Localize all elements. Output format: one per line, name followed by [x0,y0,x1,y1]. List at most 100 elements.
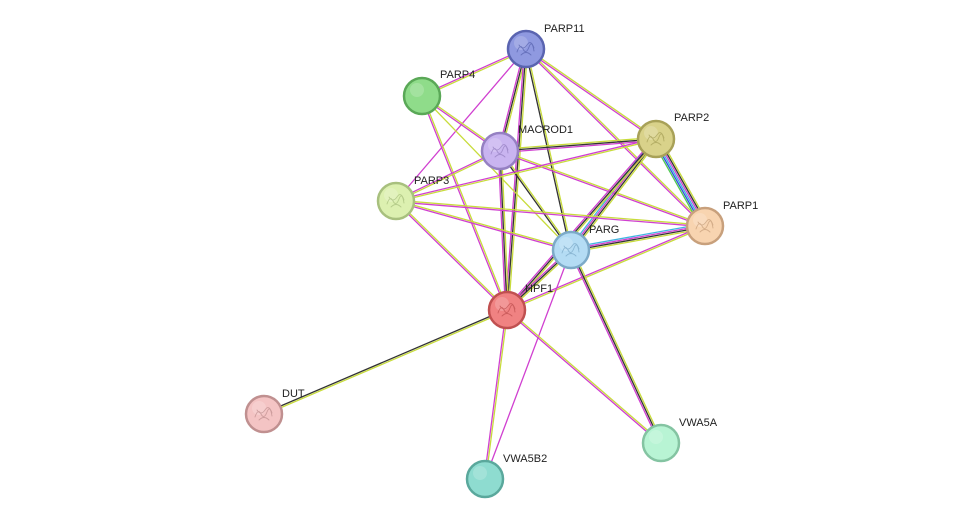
edge-macrod1-parp2[interactable] [499,136,657,154]
node-label: PARP2 [674,112,709,124]
node-parp11[interactable]: PARP11 [506,23,585,69]
node-circle[interactable] [685,206,725,246]
edge-evidence-coexpression [499,138,657,152]
edge-evidence-experiments [499,151,706,228]
node-highlight [252,401,266,415]
edge-parp11-hpf1[interactable] [504,48,529,311]
edge-parp1-hpf1[interactable] [506,224,706,312]
edge-evidence-experiments [395,201,706,228]
node-circle[interactable] [244,394,284,434]
node-circle[interactable] [480,131,520,171]
node-highlight [410,83,424,97]
edge-evidence-textmining [525,47,707,227]
edge-evidence-coexpression [506,138,657,311]
edge-evidence-textmining [422,95,509,311]
protein-structure-icon [490,144,509,158]
node-circle[interactable] [465,459,505,499]
edge-parp4-hpf1[interactable] [420,95,509,311]
protein-structure-icon [561,243,580,257]
node-label: PARP1 [723,200,758,212]
edge-evidence-textmining [506,226,706,312]
node-highlight [649,430,663,444]
edge-evidence-textmining [421,95,572,251]
edge-evidence-coexpression [570,226,706,252]
edge-evidence-experiments [395,137,657,201]
edge-evidence-experiments [499,139,657,154]
edge-parp3-parg[interactable] [395,199,572,252]
edge-evidence-experiments [524,49,657,141]
node-highlight [495,297,509,311]
protein-structure-icon [254,407,273,421]
protein-structure-icon [516,42,535,56]
node-highlight [559,237,573,251]
node-hpf1[interactable]: HPF1 [487,283,553,330]
edge-evidence-coexpression [524,48,571,251]
node-parg[interactable]: PARG [551,224,619,270]
node-circle[interactable] [551,230,591,270]
edge-parp4-parg[interactable] [421,95,572,251]
protein-structure-icon [497,303,516,317]
node-label: VWA5B2 [503,453,547,465]
node-circle[interactable] [487,290,527,330]
edge-evidence-experiments [568,250,661,445]
edge-hpf1-vwa5a[interactable] [505,308,663,445]
node-circle[interactable] [506,29,546,69]
edge-evidence-textmining [263,310,508,416]
node-parp2[interactable]: PARP2 [636,112,709,159]
edge-evidence-textmining [507,48,529,311]
node-parp3[interactable]: PARP3 [376,175,449,221]
edge-macrod1-parg[interactable] [498,149,573,252]
edge-evidence-experiments [504,48,526,311]
edge-evidence-textmining [395,139,657,203]
edge-evidence-experiments [570,224,706,250]
edge-evidence-experiments [506,224,706,310]
node-circle[interactable] [402,76,442,116]
edge-evidence-coexpression [498,150,571,252]
edge-parp11-parp1[interactable] [524,47,707,228]
edge-evidence-textmining [485,309,509,480]
edge-evidence-textmining [499,136,657,151]
edge-hpf1-dut[interactable] [263,308,508,416]
edge-evidence-databases [569,222,706,249]
node-dut[interactable]: DUT [244,388,305,434]
edge-parg-vwa5b2[interactable] [484,249,572,480]
node-highlight [644,126,658,140]
node-label: HPF1 [525,283,553,295]
edge-evidence-coexpression [506,48,527,311]
edge-evidence-experiments [484,249,572,480]
node-vwa5b2[interactable]: VWA5B2 [465,453,547,499]
edge-evidence-experiments [524,48,706,228]
node-highlight [384,188,398,202]
edge-evidence-textmining [506,308,663,444]
edge-evidence-textmining [500,149,573,251]
edge-parp3-hpf1[interactable] [394,199,509,312]
node-macrod1[interactable]: MACROD1 [480,124,573,171]
edge-hpf1-vwa5b2[interactable] [483,309,509,480]
node-parp1[interactable]: PARP1 [685,200,758,246]
edge-evidence-experiments [395,201,572,252]
node-circle[interactable] [641,423,681,463]
edge-evidence-coexpression [570,138,658,252]
node-label: DUT [282,388,305,400]
node-label: PARG [589,224,619,236]
edge-evidence-experiments [483,309,507,480]
node-vwa5a[interactable]: VWA5A [641,417,718,463]
edge-evidence-experiments [569,137,657,251]
edge-evidence-experiments [505,309,662,445]
edge-evidence-textmining [395,199,572,250]
edge-parg-vwa5a[interactable] [568,248,664,445]
edge-parp11-parp2[interactable] [524,47,658,141]
edge-evidence-textmining [395,199,706,226]
node-label: PARP4 [440,69,475,81]
node-circle[interactable] [636,119,676,159]
edge-parp1-parg[interactable] [569,222,707,254]
node-circle[interactable] [376,181,416,221]
edge-macrod1-parp1[interactable] [499,149,706,228]
edge-evidence-coexpression [570,249,662,444]
node-parp4[interactable]: PARP4 [402,69,475,116]
node-label: PARP3 [414,175,449,187]
edge-parp3-parp1[interactable] [395,199,706,228]
node-highlight [514,36,528,50]
edge-parp2-parp3[interactable] [395,137,657,203]
